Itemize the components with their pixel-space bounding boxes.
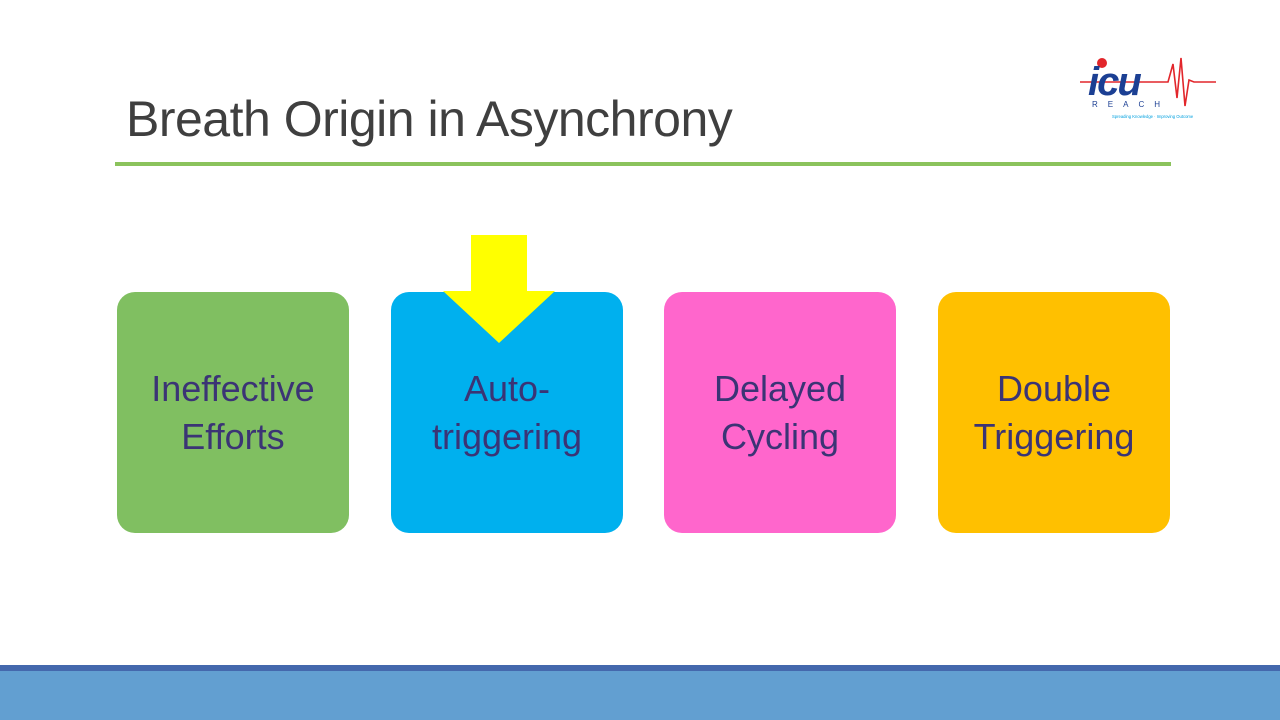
box-delayed-cycling: Delayed Cycling xyxy=(664,292,896,533)
heartbeat-line-icon xyxy=(1080,57,1216,107)
box-label: Double Triggering xyxy=(973,367,1135,457)
down-arrow-icon xyxy=(443,235,555,343)
logo-brand-text: icu xyxy=(1088,60,1141,104)
footer-accent-bar xyxy=(0,665,1280,671)
box-double-triggering: Double Triggering xyxy=(938,292,1170,533)
slide-title: Breath Origin in Asynchrony xyxy=(126,91,733,147)
box-ineffective-efforts: Ineffective Efforts xyxy=(117,292,349,533)
box-label: Auto- triggering xyxy=(431,367,583,457)
logo-tagline: Spreading Knowledge · Improving Outcome xyxy=(1112,114,1194,119)
footer-bar xyxy=(0,671,1280,720)
icu-reach-logo: icu REACH Spreading Knowledge · Improvin… xyxy=(1080,57,1216,119)
title-underline xyxy=(115,162,1171,166)
logo-i-dot xyxy=(1097,58,1107,68)
box-label: Ineffective Efforts xyxy=(151,367,315,457)
box-label: Delayed Cycling xyxy=(713,367,847,457)
logo-sub-text: REACH xyxy=(1092,100,1170,109)
